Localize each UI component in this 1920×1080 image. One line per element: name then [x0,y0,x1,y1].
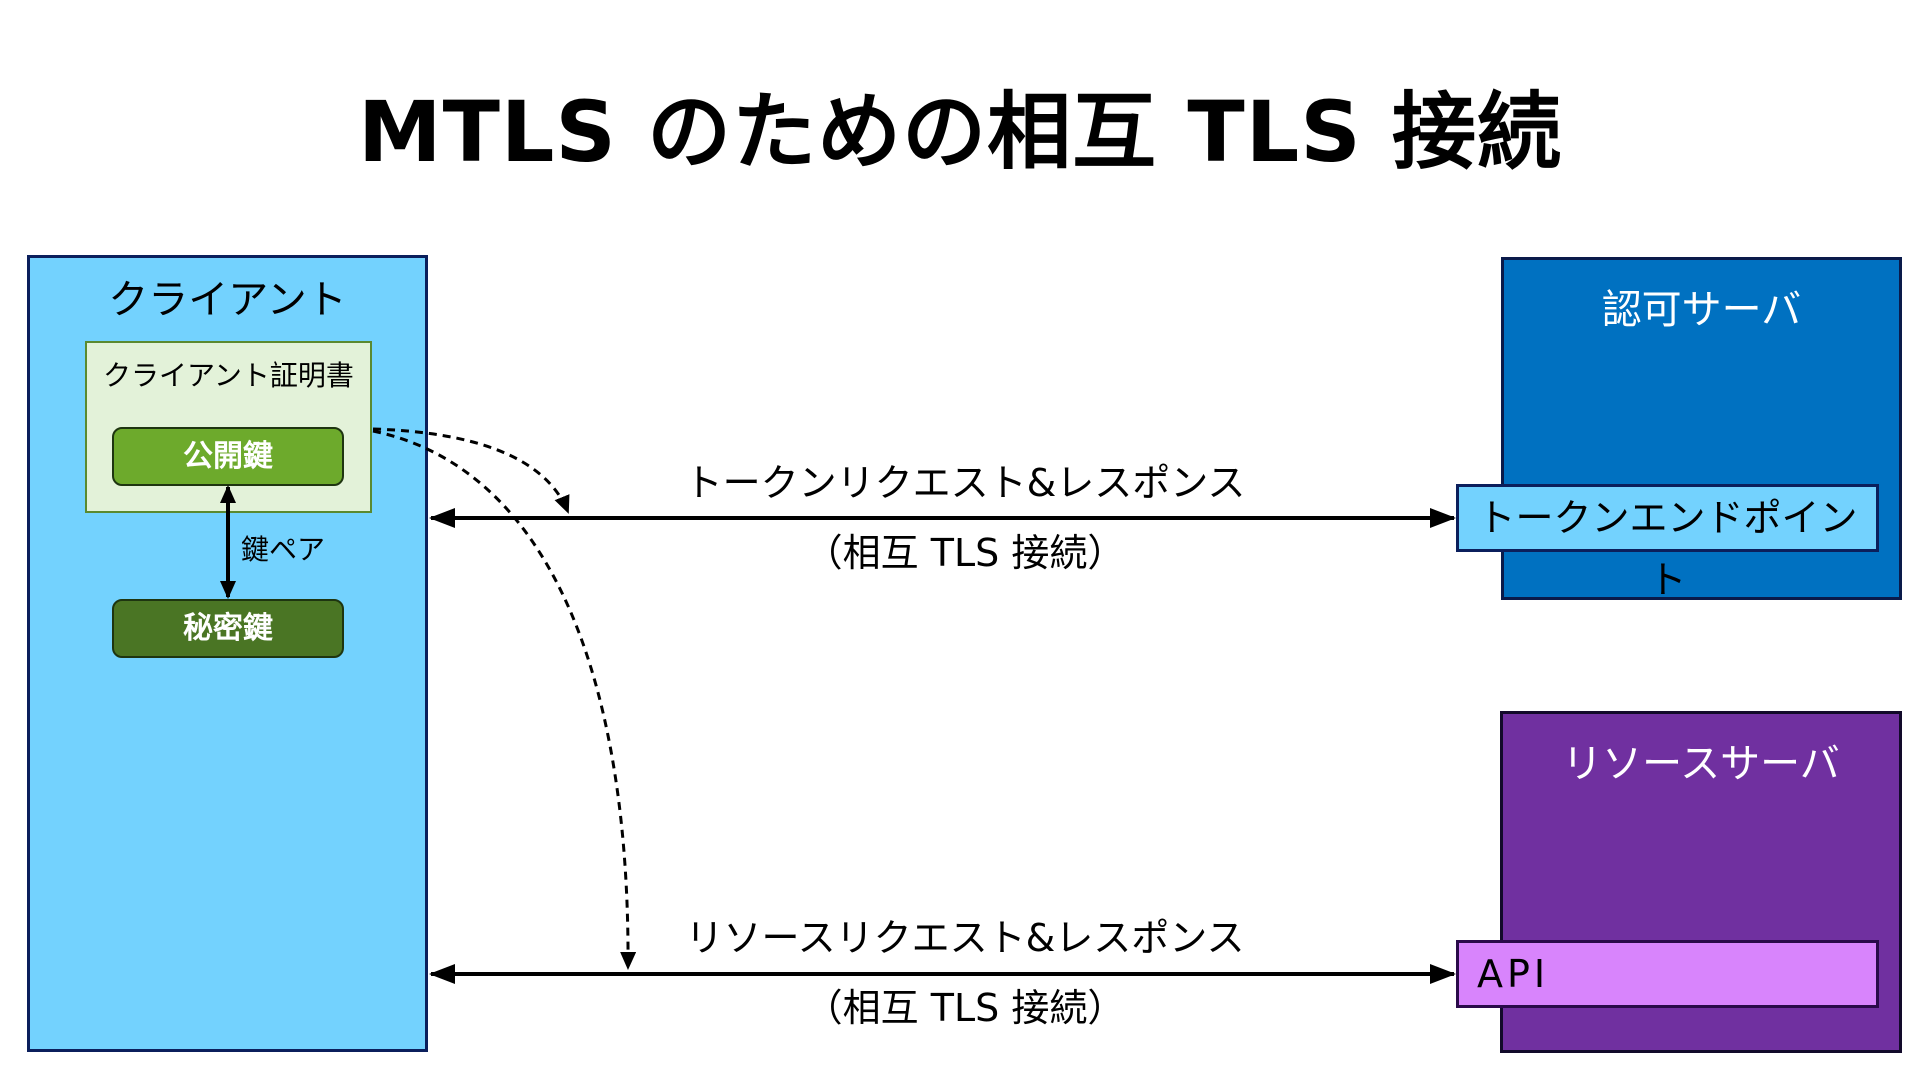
resource-flow-sublabel: （相互 TLS 接続） [804,986,1126,1030]
token-flow-sublabel: （相互 TLS 接続） [804,531,1126,575]
api-endpoint: API [1456,940,1879,1008]
keypair-label: 鍵ペア [241,533,326,566]
resource-server-label: リソースサーバ [1562,741,1840,787]
client-label: クライアント [108,277,347,323]
client-certificate-label: クライアント証明書 [103,359,354,392]
certificate-to-resource-flow-dashed-arrow [372,429,637,970]
authorization-server-label: 認可サーバ [1601,287,1802,333]
page-title: MTLS のための相互 TLS 接続 [358,83,1562,181]
certificate-to-token-flow-dashed-arrow [372,427,570,514]
resource-flow-label: リソースリクエスト&レスポンス [685,916,1245,960]
private-key: 秘密鍵 [112,599,344,658]
token-endpoint: トークンエンドポイント [1456,484,1879,602]
token-flow-label: トークンリクエスト&レスポンス [684,461,1246,505]
